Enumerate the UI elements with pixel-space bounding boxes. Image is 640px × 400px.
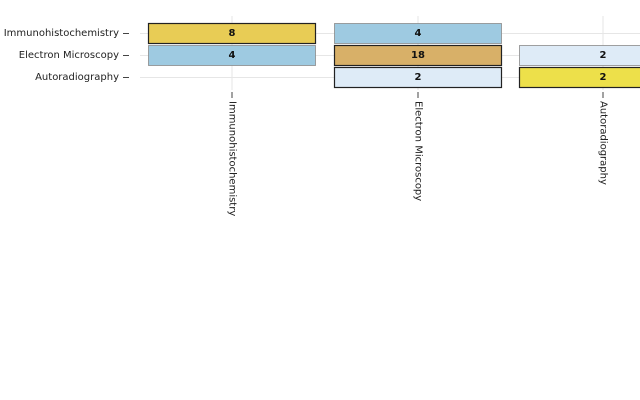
- cell-value-immunohistochemistry-immunohistochemistry: 8: [229, 28, 236, 39]
- cell-value-electron-microscopy-electron-microscopy: 18: [411, 50, 425, 61]
- y-tick-label-autoradiography: Autoradiography: [35, 72, 119, 83]
- heatmap-cell-electron-microscopy-electron-microscopy: [333, 44, 503, 67]
- cell-layer: [147, 22, 640, 89]
- x-tick-label-immunohistochemistry: Immunohistochemistry: [227, 101, 238, 216]
- heatmap-cell-electron-microscopy-immunohistochemistry: [148, 45, 316, 66]
- cell-value-autoradiography-autoradiography: 2: [600, 72, 607, 83]
- cell-value-autoradiography-electron-microscopy: 2: [415, 72, 422, 83]
- x-tick-label-autoradiography: Autoradiography: [598, 101, 609, 185]
- y-tick-label-electron-microscopy: Electron Microscopy: [19, 50, 119, 61]
- y-tick-label-immunohistochemistry: Immunohistochemistry: [4, 28, 119, 39]
- cell-label-layer: 8 4 4 18 2 2 2: [229, 28, 607, 83]
- heatmap-cell-immunohistochemistry-immunohistochemistry: [147, 22, 317, 45]
- x-axis: Immunohistochemistry Electron Microscopy A…: [227, 92, 609, 216]
- cell-value-electron-microscopy-autoradiography: 2: [600, 50, 607, 61]
- heatmap-cell-autoradiography-electron-microscopy: [333, 66, 503, 89]
- heatmap-cell-immunohistochemistry-electron-microscopy: [334, 23, 502, 44]
- heatmap-cell-electron-microscopy-autoradiography: [519, 45, 640, 66]
- heatmap-cell-autoradiography-autoradiography: [518, 66, 640, 89]
- x-tick-label-electron-microscopy: Electron Microscopy: [413, 101, 424, 201]
- cell-value-electron-microscopy-immunohistochemistry: 4: [229, 50, 236, 61]
- cell-value-immunohistochemistry-electron-microscopy: 4: [415, 28, 422, 39]
